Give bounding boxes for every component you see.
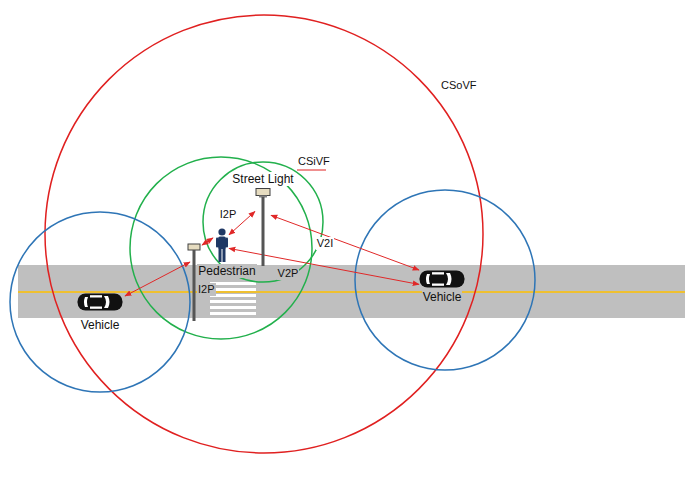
vehicle-range	[355, 190, 535, 370]
link-arrow	[271, 215, 419, 270]
street-light-icon	[255, 188, 271, 266]
link-arrow	[202, 238, 213, 245]
link-label: I2P	[197, 283, 216, 296]
vehicle-icon: Vehicle	[77, 293, 123, 311]
link-label: V2P	[277, 267, 300, 280]
link-label: V2I	[316, 237, 335, 250]
street-light-icon: Street Light	[255, 188, 271, 266]
label-underline	[297, 170, 326, 171]
vehicle-icon: Vehicle	[419, 270, 465, 288]
vehicle-icon	[419, 270, 465, 288]
range-label: CSiVF	[297, 155, 331, 168]
center-line	[18, 291, 685, 293]
range-label: CSoVF	[440, 79, 477, 92]
node-label: Vehicle	[80, 318, 121, 332]
crosswalk	[210, 281, 256, 318]
pedestrian-icon	[215, 228, 229, 262]
link-arrow	[125, 262, 190, 296]
csovf-range	[45, 15, 483, 453]
vehicle-icon	[77, 293, 123, 311]
node-label: Vehicle	[422, 290, 463, 304]
road	[18, 265, 685, 318]
vehicle-range	[10, 212, 190, 392]
pedestrian-icon: Pedestrian	[215, 228, 229, 262]
link-arrow	[229, 248, 419, 284]
node-label: Pedestrian	[197, 264, 256, 278]
csivf-range	[130, 157, 312, 339]
link-label: I2P	[219, 208, 238, 221]
node-label: Street Light	[231, 172, 294, 186]
